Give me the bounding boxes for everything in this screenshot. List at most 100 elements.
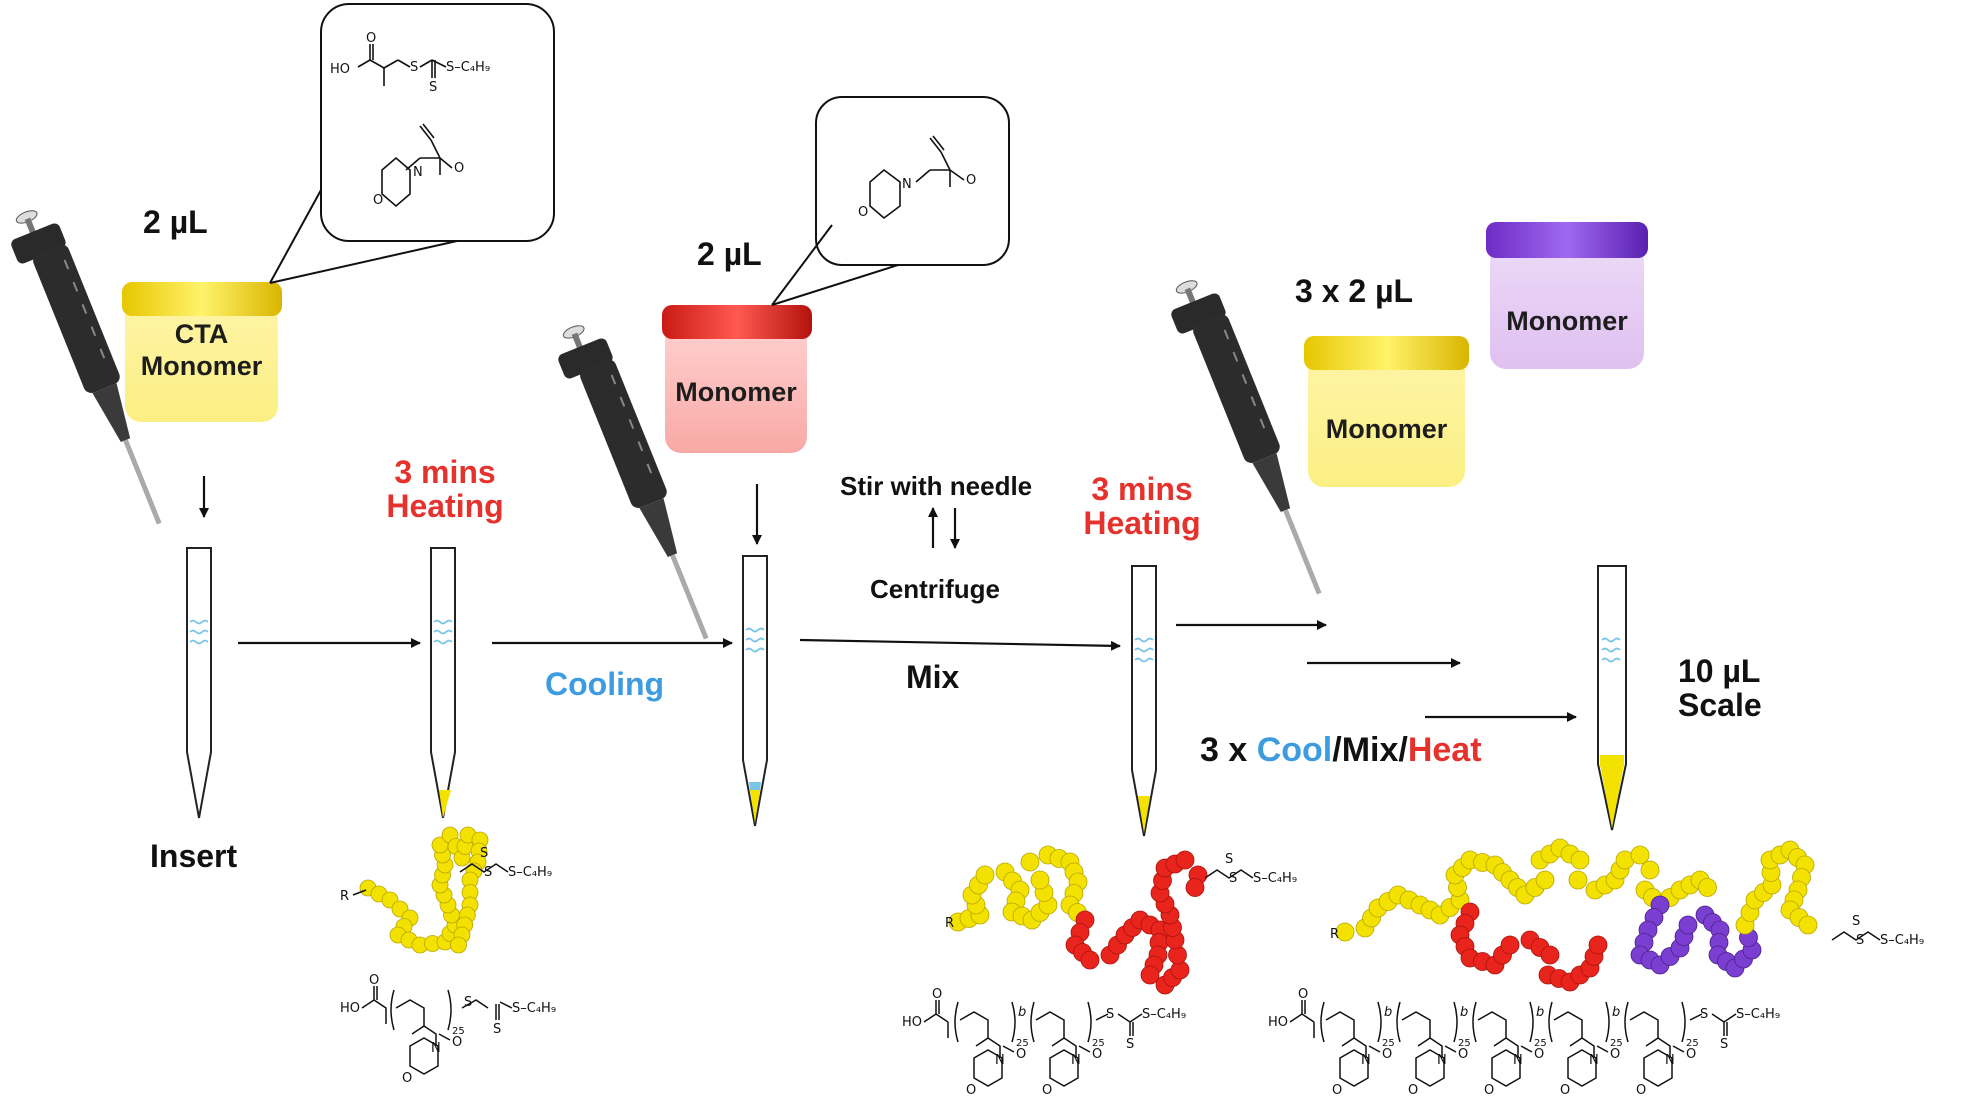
jar-label: CTA Monomer bbox=[125, 318, 278, 383]
jar-monomer-red bbox=[662, 305, 812, 453]
block-separator: b bbox=[1460, 1005, 1468, 1020]
polymer-bead bbox=[450, 936, 467, 954]
repeat-count: 25 bbox=[1092, 1038, 1105, 1049]
cycle-mix: /Mix/ bbox=[1332, 731, 1408, 769]
chem-o: O bbox=[966, 173, 976, 188]
polymer-bead bbox=[1570, 850, 1590, 870]
stir-label: Stir with needle bbox=[840, 471, 1033, 501]
tube-3 bbox=[742, 555, 768, 827]
chem-o: O bbox=[1092, 1047, 1102, 1062]
repeat-count: 25 bbox=[1686, 1038, 1699, 1049]
arrow-right bbox=[799, 638, 1121, 651]
chem-o: O bbox=[452, 1035, 462, 1050]
chem-s: S bbox=[1225, 852, 1233, 867]
repeat-unit-bond bbox=[1624, 1001, 1686, 1058]
chem-o: O bbox=[1636, 1083, 1646, 1098]
jar-label: Monomer bbox=[675, 377, 797, 407]
block-separator: b bbox=[1612, 1005, 1620, 1020]
polymer-bead bbox=[1335, 922, 1355, 942]
scale-volume: 10 µL bbox=[1678, 653, 1761, 689]
chem-ho: HO bbox=[902, 1015, 922, 1030]
polymer-bead bbox=[1588, 935, 1608, 955]
heating-word: Heating bbox=[1083, 504, 1201, 541]
morpholine-ring bbox=[1567, 1049, 1597, 1087]
chem-sc4h9: S–C₄H₉ bbox=[1142, 1007, 1186, 1022]
chem-n: N bbox=[1071, 1053, 1081, 1068]
chem-ho: HO bbox=[340, 1001, 360, 1016]
chem-s: S bbox=[429, 80, 437, 95]
chem-o: O bbox=[1686, 1047, 1696, 1062]
chem-o: O bbox=[1382, 1047, 1392, 1062]
chem-r: R bbox=[1330, 927, 1339, 942]
tube-2 bbox=[430, 547, 456, 819]
chem-s: S bbox=[1856, 933, 1864, 948]
jar-label: Monomer bbox=[1506, 306, 1628, 336]
heating-label: 3 mins Heating bbox=[1052, 471, 1232, 541]
polymer-bead bbox=[975, 865, 995, 885]
chem-o: O bbox=[1408, 1083, 1418, 1098]
chem-sc4h9: S–C₄H₉ bbox=[1253, 871, 1297, 886]
chem-s: S bbox=[464, 995, 472, 1010]
chem-s: S bbox=[480, 846, 488, 861]
volume-label: 2 µL bbox=[143, 204, 208, 240]
formula-homopolymer: HO O 25 S S S–C₄H₉ N O O bbox=[340, 973, 556, 1086]
chem-s: S bbox=[1106, 1007, 1114, 1022]
chem-o: O bbox=[1332, 1083, 1342, 1098]
jar-monomer-yellow bbox=[1304, 336, 1469, 487]
chem-o: O bbox=[1016, 1047, 1026, 1062]
chem-o: O bbox=[1534, 1047, 1544, 1062]
polymer-bead bbox=[1030, 870, 1050, 890]
scale-word: Scale bbox=[1678, 686, 1762, 723]
scale-label: 10 µL Scale bbox=[1678, 653, 1762, 723]
chem-o: O bbox=[369, 973, 379, 988]
chem-sc4h9: S–C₄H₉ bbox=[508, 865, 552, 880]
heating-time: 3 mins bbox=[394, 454, 496, 490]
chem-sc4h9: S–C₄H₉ bbox=[1736, 1007, 1780, 1022]
repeat-count: 25 bbox=[1016, 1038, 1029, 1049]
volume-label: 3 x 2 µL bbox=[1295, 273, 1414, 309]
monomer-structure bbox=[381, 123, 453, 208]
polymer-bead bbox=[1535, 870, 1555, 890]
morpholine-ring bbox=[1491, 1049, 1521, 1087]
repeat-unit-bond bbox=[1030, 1001, 1092, 1058]
polymer-bead bbox=[1568, 870, 1588, 890]
morpholine-ring bbox=[1339, 1049, 1369, 1087]
block-separator: b bbox=[1018, 1005, 1026, 1020]
repeat-count: 25 bbox=[1610, 1038, 1623, 1049]
chem-r: R bbox=[945, 916, 954, 931]
polymer-cartoon-3 bbox=[1335, 838, 1818, 992]
cooling-label: Cooling bbox=[545, 666, 665, 702]
jar-cta-monomer bbox=[122, 282, 282, 422]
volume-label: 2 µL bbox=[697, 236, 762, 272]
chem-n: N bbox=[1437, 1053, 1447, 1068]
heating-label: 3 mins Heating bbox=[355, 454, 535, 524]
chem-n: N bbox=[995, 1053, 1005, 1068]
jar-label-line: CTA bbox=[174, 319, 229, 349]
chain-start-bond bbox=[1289, 1000, 1315, 1038]
chem-o: O bbox=[1484, 1083, 1494, 1098]
heating-word: Heating bbox=[386, 487, 504, 524]
chem-sc4h9: S–C₄H₉ bbox=[446, 60, 490, 75]
chem-n: N bbox=[1589, 1053, 1599, 1068]
chem-s: S bbox=[484, 865, 492, 880]
pipette-icon bbox=[1171, 280, 1322, 595]
polymer-bead bbox=[1020, 852, 1040, 872]
chem-o: O bbox=[1458, 1047, 1468, 1062]
repeat-unit-bond bbox=[1320, 1001, 1382, 1058]
chem-s: S bbox=[1720, 1037, 1728, 1052]
polymer-bead bbox=[1140, 965, 1160, 985]
chem-o: O bbox=[932, 987, 942, 1002]
jar-label: Monomer bbox=[1325, 414, 1448, 444]
chem-n: N bbox=[902, 177, 912, 192]
heating-time: 3 mins bbox=[1091, 471, 1193, 507]
polymer-bead bbox=[1640, 860, 1660, 880]
polymer-bead bbox=[1678, 915, 1698, 935]
chem-s: S bbox=[1229, 871, 1237, 886]
jar-label-line: Monomer bbox=[140, 351, 263, 382]
jar-monomer-purple bbox=[1486, 222, 1648, 369]
chem-n: N bbox=[1665, 1053, 1675, 1068]
tube-1 bbox=[186, 547, 212, 819]
monomer-structure bbox=[869, 135, 965, 220]
